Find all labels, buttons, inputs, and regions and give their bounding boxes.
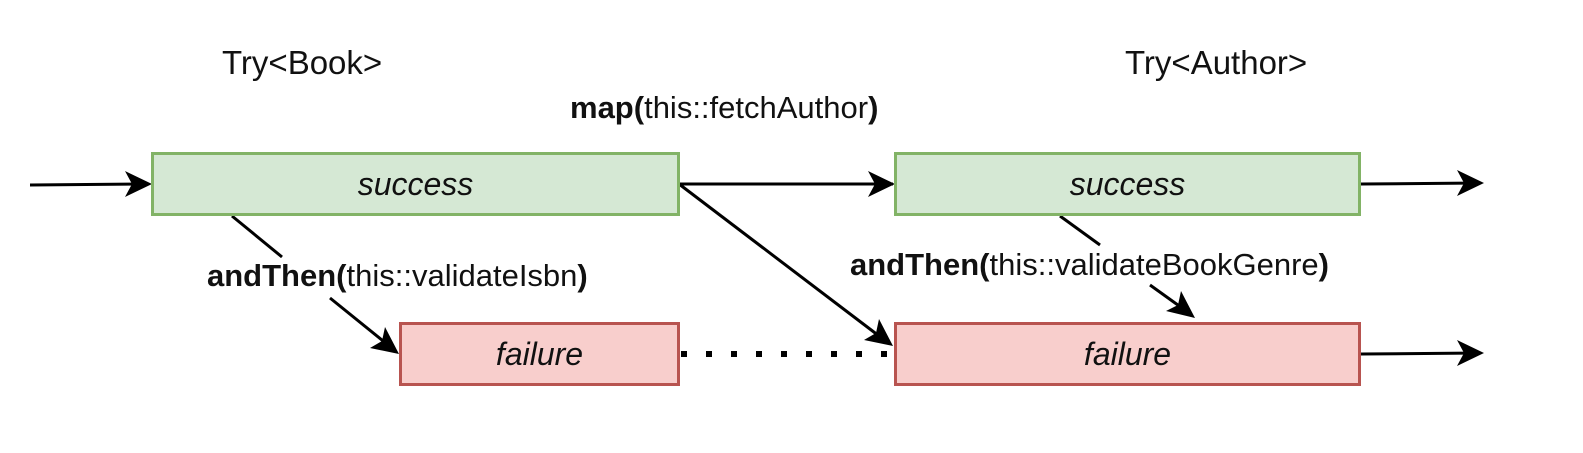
failure-box-right-label: failure [1083,335,1172,372]
and-then-genre-operation-label: andThen(this::validateBookGenre) [847,247,1332,283]
validate-isbn-arrowhead [370,327,399,354]
success-box-left-label: success [357,165,474,202]
try-author-label: Try<Author> [1125,44,1308,81]
failure-box-right: failure [894,322,1361,386]
and-then-genre-open-paren: ( [979,247,990,282]
and-then-isbn-argument: this::validateIsbn [346,258,578,293]
try-book-label: Try<Book> [222,44,383,81]
and-then-isbn-close-paren: ) [577,258,588,293]
input-arrowhead [125,171,152,197]
and-then-genre-argument: this::validateBookGenre [989,247,1319,282]
map-open-paren: ( [633,90,645,125]
output-success-arrow [1360,181,1481,186]
map-operation-label: map(this::fetchAuthor) [567,90,882,126]
failure-box-left: failure [399,322,680,386]
and-then-genre-keyword: andThen [850,247,980,282]
and-then-isbn-keyword: andThen [207,258,337,293]
map-failure-arrow [678,182,888,344]
validate-isbn-arrow-top [231,214,283,259]
validate-genre-arrowhead [1166,291,1195,318]
success-box-right-label: success [1069,165,1186,202]
map-keyword: map [570,90,634,125]
success-box-left: success [151,152,680,216]
failure-box-left-label: failure [495,335,584,372]
success-box-right: success [894,152,1361,216]
validate-genre-arrow-top [1059,214,1101,247]
map-success-arrowhead [868,171,895,197]
output-success-arrowhead [1457,170,1484,196]
and-then-isbn-open-paren: ( [336,258,347,293]
map-failure-arrowhead [864,319,893,346]
map-argument: this::fetchAuthor [644,90,869,125]
output-failure-arrowhead [1457,340,1484,366]
input-arrow [29,182,150,187]
map-close-paren: ) [868,90,879,125]
output-failure-arrow [1360,351,1481,356]
and-then-isbn-operation-label: andThen(this::validateIsbn) [204,258,591,294]
and-then-genre-close-paren: ) [1318,247,1329,282]
